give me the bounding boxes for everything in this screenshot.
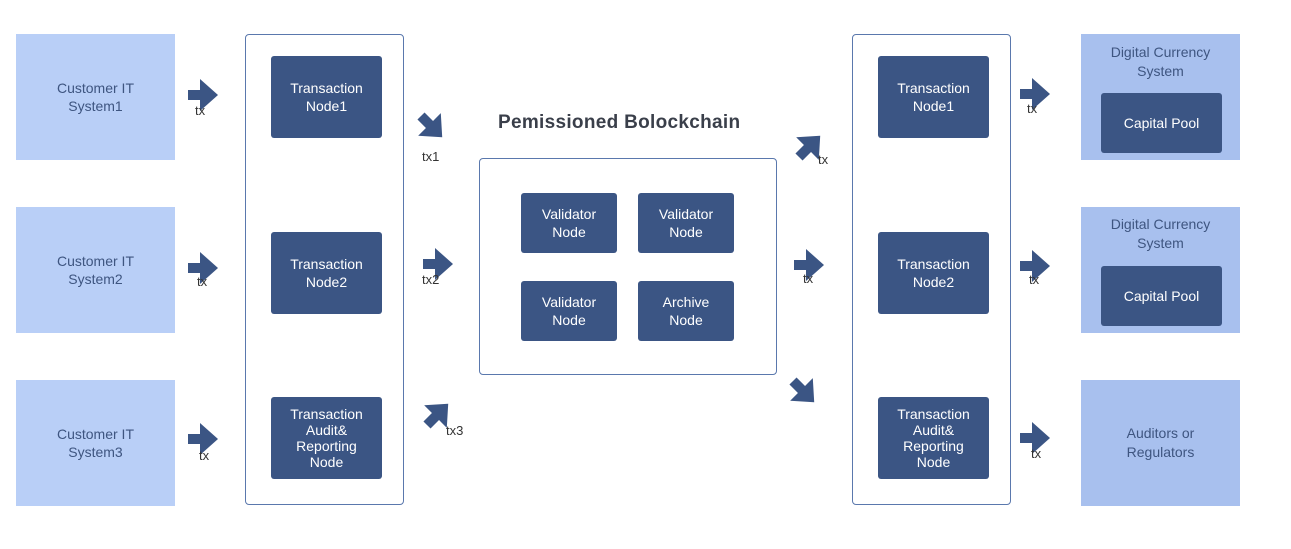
left-audit-node-label: Transaction Audit& Reporting Node: [290, 406, 363, 470]
blockchain-group: [479, 158, 777, 375]
edge-label-out1: tx: [818, 152, 829, 167]
archive-node: Archive Node: [638, 281, 734, 341]
capital-pool-2: Capital Pool: [1101, 266, 1222, 326]
validator-node-2: Validator Node: [638, 193, 734, 253]
validator-node-3-label: Validator Node: [541, 294, 597, 328]
auditors-regulators-label: Auditors or Regulators: [1126, 425, 1195, 460]
right-transaction-node-2-label: Transaction Node2: [897, 256, 970, 290]
edge-label-out2: tx: [803, 271, 814, 286]
auditors-regulators: Auditors or Regulators: [1081, 380, 1240, 506]
validator-node-1: Validator Node: [521, 193, 617, 253]
edge-label-dest3: tx: [1031, 446, 1042, 461]
digital-currency-system-1-title: Digital Currency System: [1110, 44, 1211, 79]
validator-node-1-label: Validator Node: [541, 206, 597, 240]
left-audit-node: Transaction Audit& Reporting Node: [271, 397, 382, 479]
edge-label-cust3: tx: [199, 448, 210, 463]
customer-system-2: Customer IT System2: [16, 207, 175, 333]
left-transaction-node-1: Transaction Node1: [271, 56, 382, 138]
right-transaction-node-2: Transaction Node2: [878, 232, 989, 314]
edge-label-tx2: tx2: [422, 272, 440, 287]
customer-system-2-label: Customer IT System2: [56, 253, 134, 287]
right-transaction-node-1-label: Transaction Node1: [897, 80, 970, 114]
digital-currency-system-2-title: Digital Currency System: [1110, 216, 1211, 251]
arrow-out3: [781, 369, 826, 414]
left-transaction-node-2-label: Transaction Node2: [290, 256, 363, 290]
edge-label-tx1: tx1: [422, 149, 440, 164]
edge-label-dest2: tx: [1029, 272, 1040, 287]
blockchain-title: Pemissioned Bolockchain: [498, 112, 741, 133]
left-transaction-node-2: Transaction Node2: [271, 232, 382, 314]
customer-system-3: Customer IT System3: [16, 380, 175, 506]
capital-pool-1: Capital Pool: [1101, 93, 1222, 153]
right-audit-node: Transaction Audit& Reporting Node: [878, 397, 989, 479]
capital-pool-1-label: Capital Pool: [1123, 115, 1200, 131]
arrow-tx1: [409, 104, 454, 149]
customer-system-1-label: Customer IT System1: [56, 80, 134, 114]
left-transaction-node-1-label: Transaction Node1: [290, 80, 363, 114]
edge-label-cust2: tx: [197, 274, 208, 289]
archive-node-label: Archive Node: [662, 294, 710, 328]
edge-label-dest1: tx: [1027, 101, 1038, 116]
validator-node-3: Validator Node: [521, 281, 617, 341]
customer-system-3-label: Customer IT System3: [56, 426, 134, 460]
right-audit-node-label: Transaction Audit& Reporting Node: [897, 406, 970, 470]
customer-system-1: Customer IT System1: [16, 34, 175, 160]
validator-node-2-label: Validator Node: [658, 206, 714, 240]
capital-pool-2-label: Capital Pool: [1123, 288, 1200, 304]
edge-label-tx3: tx3: [446, 423, 464, 438]
right-transaction-node-1: Transaction Node1: [878, 56, 989, 138]
edge-label-cust1: tx: [195, 103, 206, 118]
